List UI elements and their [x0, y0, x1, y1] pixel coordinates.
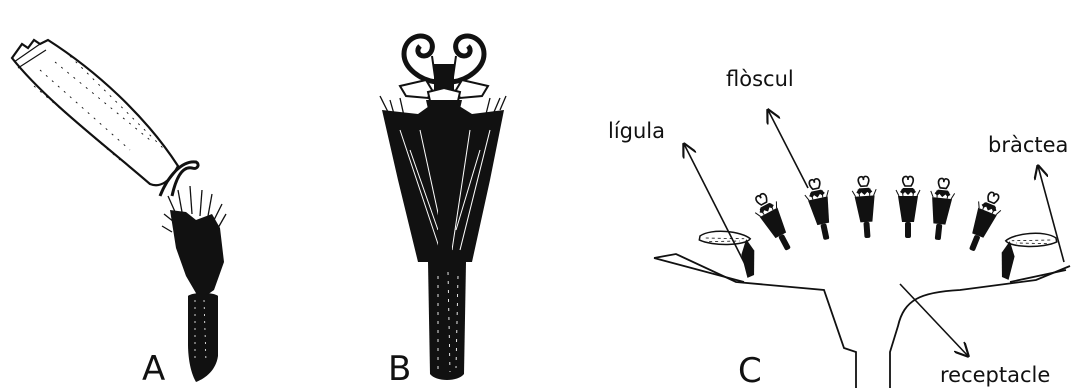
panel-a-drawing	[12, 40, 226, 382]
arrow-receptacle	[900, 284, 968, 356]
label-ligula: lígula	[608, 119, 665, 143]
panel-b-drawing	[380, 36, 506, 380]
panel-label-c: C	[738, 351, 762, 388]
disc-floret	[749, 189, 799, 255]
disc-floret	[896, 176, 920, 238]
label-floscul: flòscul	[726, 67, 794, 91]
arrow-bractea	[1038, 166, 1064, 262]
disc-floret	[961, 189, 1006, 255]
disc-floret	[851, 176, 879, 239]
label-receptacle: receptacle	[940, 363, 1050, 387]
panel-label-a: A	[142, 349, 165, 388]
panel-label-b: B	[388, 349, 411, 388]
disc-floret	[926, 177, 956, 241]
label-bractea: bràctea	[988, 133, 1068, 157]
arrow-ligula	[684, 144, 750, 274]
arrow-floscul	[768, 110, 808, 188]
